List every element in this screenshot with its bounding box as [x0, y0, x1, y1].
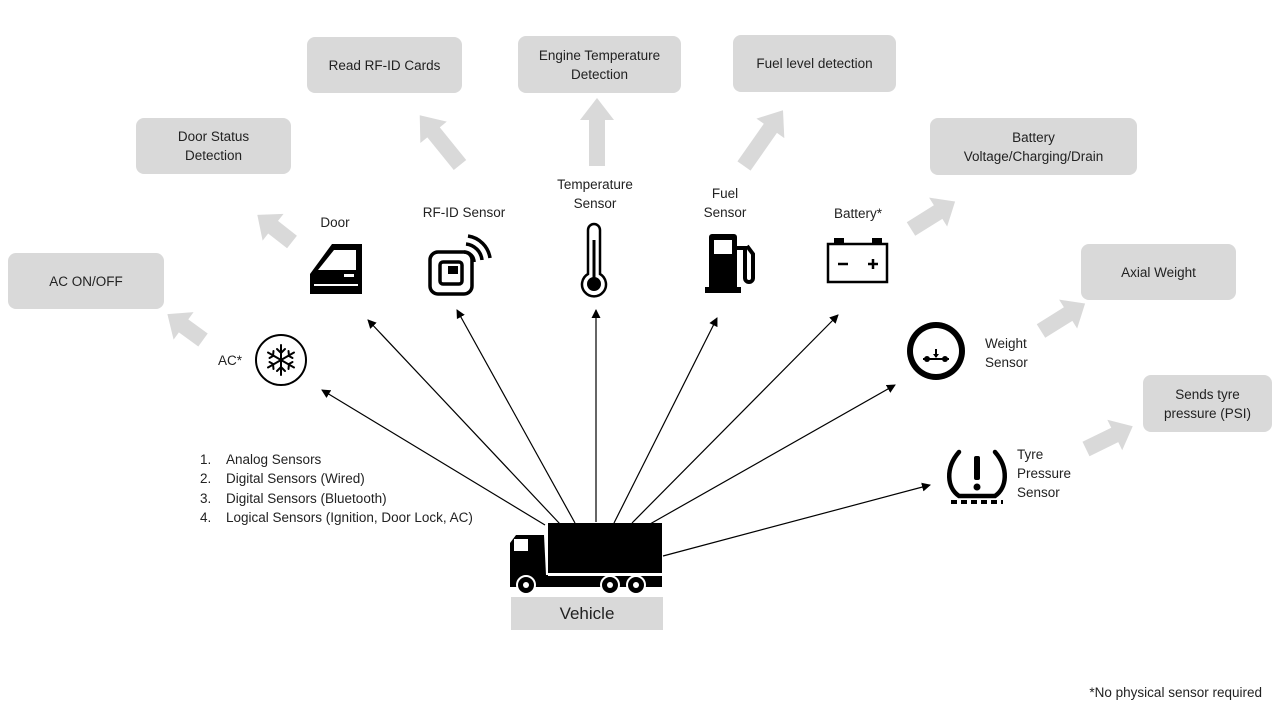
vehicle-label: Vehicle: [511, 597, 663, 630]
connector-door: [367, 319, 561, 525]
output-box-rfid: Read RF-ID Cards: [307, 37, 462, 93]
sensor-label-ac: AC*: [217, 353, 242, 368]
list-item: 4.Logical Sensors (Ignition, Door Lock, …: [200, 509, 473, 525]
block-arrow-temperature: [580, 98, 614, 166]
rfid-icon: [428, 234, 492, 296]
connector-battery: [631, 314, 839, 524]
connector-rfid: [456, 309, 576, 524]
snowflake-icon: [255, 334, 307, 386]
sensor-label-fuel: Fuel Sensor: [703, 186, 747, 220]
list-item: 2.Digital Sensors (Wired): [200, 471, 365, 487]
truck-icon: [510, 523, 662, 595]
connector-tyre: [662, 482, 931, 557]
output-box-tyre: Sends tyre pressure (PSI): [1143, 375, 1272, 432]
battery-icon: [826, 238, 889, 284]
weight-scale-icon: [907, 322, 965, 380]
output-box-ac: AC ON/OFF: [8, 253, 164, 309]
sensor-label-rfid: RF-ID Sensor: [422, 205, 506, 220]
output-box-fuel: Fuel level detection: [733, 35, 896, 92]
block-arrow-door: [257, 213, 297, 249]
output-box-battery: Battery Voltage/Charging/Drain: [930, 118, 1137, 175]
block-arrow-ac: [167, 312, 208, 347]
connector-fuel: [613, 317, 718, 524]
output-box-door: Door Status Detection: [136, 118, 291, 174]
tyre-pressure-icon: [947, 449, 1007, 504]
output-box-axial-weight: Axial Weight: [1081, 244, 1236, 300]
sensor-label-tyre: Tyre Pressure Sensor: [1017, 447, 1072, 500]
block-arrow-tyre: [1082, 419, 1133, 457]
sensor-label-weight: Weight Sensor: [985, 336, 1028, 370]
thermometer-icon: [580, 222, 608, 298]
car-door-icon: [310, 244, 362, 294]
block-arrow-battery: [906, 197, 956, 236]
sensor-label-door: Door: [320, 215, 350, 230]
connector-ac: [321, 389, 546, 526]
list-item: 3.Digital Sensors (Bluetooth): [200, 490, 387, 506]
block-arrow-fuel: [737, 110, 785, 171]
list-item: 1.Analog Sensors: [200, 452, 322, 467]
sensor-types-list: 1.Analog Sensors 2.Digital Sensors (Wire…: [200, 450, 473, 527]
fuel-pump-icon: [705, 234, 755, 293]
footnote: *No physical sensor required: [1089, 685, 1262, 700]
sensor-label-temperature: Temperature Sensor: [557, 177, 633, 211]
connector-weight: [649, 384, 896, 525]
block-arrow-rfid: [419, 115, 467, 171]
block-arrow-weight: [1036, 299, 1086, 338]
sensor-label-battery: Battery*: [833, 206, 883, 221]
output-box-engine-temp: Engine Temperature Detection: [518, 36, 681, 93]
